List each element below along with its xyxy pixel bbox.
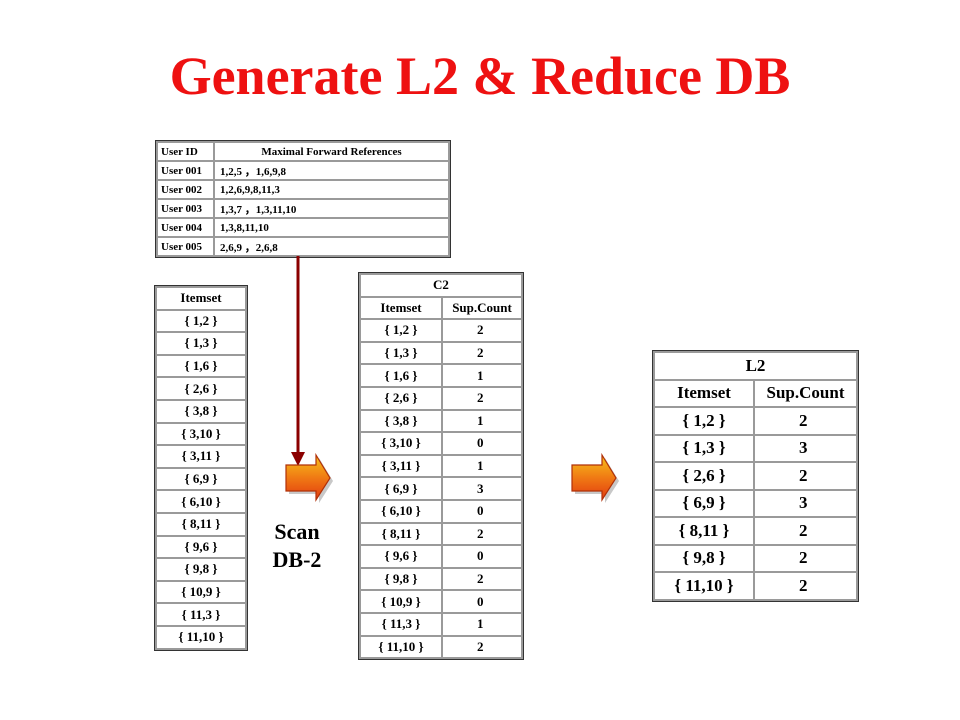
l2-itemset-cell: { 1,2 } [653, 406, 755, 436]
l2-row: { 2,6 }2 [653, 461, 858, 491]
c2-itemset-cell: { 6,9 } [359, 476, 443, 501]
references-cell: 1,3,8,11,10 [213, 217, 450, 238]
candidate-itemset-cell: { 1,2 } [155, 308, 247, 334]
candidate-itemset-cell: { 6,9 } [155, 466, 247, 492]
l2-count-cell: 2 [753, 406, 858, 436]
l2-itemset-header: Itemset [653, 378, 755, 408]
scan-label-line1: Scan [274, 519, 320, 544]
c2-count-header: Sup.Count [441, 295, 523, 321]
candidate-row: { 3,11 } [155, 444, 247, 469]
c2-row: { 11,3 }1 [359, 611, 523, 637]
candidate-row: { 11,3 } [155, 602, 247, 627]
c2-count-cell: 2 [441, 634, 523, 660]
candidate-row: { 6,9 } [155, 466, 247, 492]
candidate-row: { 11,10 } [155, 624, 247, 650]
right-arrow-icon [285, 452, 333, 503]
user-id-cell: User 001 [156, 160, 215, 181]
user-table-header: User ID Maximal Forward References [156, 141, 450, 162]
candidate-row: { 1,2 } [155, 308, 247, 334]
references-cell: 1,2,5 ，1,6,9,8 [213, 160, 450, 181]
c2-row: { 1,2 }2 [359, 318, 523, 343]
c2-itemset-cell: { 3,8 } [359, 408, 443, 434]
l2-title: L2 [653, 351, 858, 381]
c2-table: C2 Itemset Sup.Count { 1,2 }2{ 1,3 }2{ 1… [358, 271, 524, 661]
l2-table: L2 Itemset Sup.Count { 1,2 }2{ 1,3 }3{ 2… [652, 350, 859, 602]
l2-itemset-cell: { 1,3 } [653, 433, 755, 463]
candidate-itemset-table: Itemset { 1,2 }{ 1,3 }{ 1,6 }{ 2,6 }{ 3,… [154, 285, 248, 651]
references-header: Maximal Forward References [213, 141, 450, 162]
c2-count-cell: 2 [441, 566, 523, 592]
c2-row: { 11,10 }2 [359, 634, 523, 660]
l2-row: { 1,3 }3 [653, 433, 858, 463]
user-references-table: User ID Maximal Forward References User … [155, 140, 451, 258]
user-id-cell: User 005 [156, 236, 215, 257]
l2-itemset-cell: { 9,8 } [653, 543, 755, 573]
user-id-cell: User 004 [156, 217, 215, 238]
scan-flow-arrow [291, 256, 305, 466]
scan-db-label: Scan DB-2 [262, 518, 332, 574]
c2-count-cell: 1 [441, 408, 523, 434]
l2-row: { 9,8 }2 [653, 543, 858, 573]
c2-row: { 2,6 }2 [359, 385, 523, 411]
l2-count-cell: 3 [753, 433, 858, 463]
l2-row: { 1,2 }2 [653, 406, 858, 436]
slide-title: Generate L2 & Reduce DB [169, 46, 791, 106]
l2-row: { 11,10 }2 [653, 571, 858, 601]
l2-itemset-cell: { 2,6 } [653, 461, 755, 491]
candidate-itemset-cell: { 11,3 } [155, 602, 247, 627]
c2-itemset-cell: { 11,10 } [359, 634, 443, 660]
candidate-itemset-cell: { 11,10 } [155, 624, 247, 650]
user-id-cell: User 003 [156, 198, 215, 219]
c2-count-cell: 0 [441, 589, 523, 614]
references-cell: 1,3,7 ，1,3,11,10 [213, 198, 450, 219]
c2-count-cell: 2 [441, 385, 523, 411]
scan-label-line2: DB-2 [272, 547, 322, 572]
user-id-header: User ID [156, 141, 215, 162]
references-cell: 1,2,6,9,8,11,3 [213, 179, 450, 200]
c2-row: { 6,9 }3 [359, 476, 523, 501]
candidate-itemset-cell: { 3,10 } [155, 421, 247, 447]
right-arrow-icon [571, 452, 619, 503]
l2-count-header: Sup.Count [753, 378, 858, 408]
l2-count-cell: 2 [753, 461, 858, 491]
c2-count-cell: 1 [441, 453, 523, 479]
c2-count-cell: 3 [441, 476, 523, 501]
l2-count-cell: 3 [753, 488, 858, 518]
c2-row: { 3,8 }1 [359, 408, 523, 434]
c2-row: { 10,9 }0 [359, 589, 523, 614]
c2-row: { 3,11 }1 [359, 453, 523, 479]
l2-itemset-cell: { 11,10 } [653, 571, 755, 601]
l2-count-cell: 2 [753, 571, 858, 601]
user-id-cell: User 002 [156, 179, 215, 200]
references-cell: 2,6,9 ，2,6,8 [213, 236, 450, 257]
candidate-row: { 3,10 } [155, 421, 247, 447]
candidate-itemset-cell: { 3,11 } [155, 444, 247, 469]
c2-count-cell: 0 [441, 431, 523, 456]
